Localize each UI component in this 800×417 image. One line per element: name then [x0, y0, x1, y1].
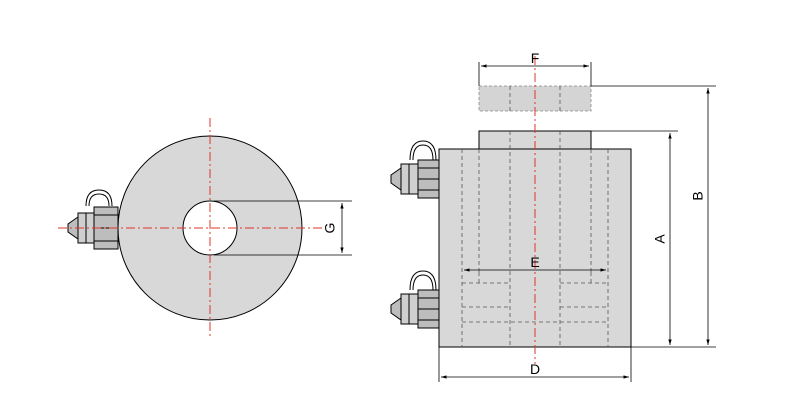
label-e: E — [530, 254, 539, 270]
side-view: F E D A B — [390, 50, 716, 382]
hidden-lines — [461, 131, 609, 347]
coupler-icon — [67, 189, 119, 250]
top-view: G — [58, 118, 352, 338]
label-b: B — [690, 191, 706, 200]
dimension-f: F — [478, 50, 592, 86]
dimension-b: B — [591, 85, 716, 348]
label-g: G — [322, 223, 338, 234]
coupler-icon — [390, 270, 440, 329]
label-d: D — [530, 361, 540, 377]
label-a: A — [652, 234, 668, 244]
label-f: F — [531, 50, 540, 66]
dimension-a: A — [591, 130, 678, 348]
dimension-g: G — [214, 200, 352, 256]
dimension-d: D — [438, 347, 632, 382]
coupler-icon — [390, 140, 440, 199]
dimension-e: E — [464, 254, 606, 272]
